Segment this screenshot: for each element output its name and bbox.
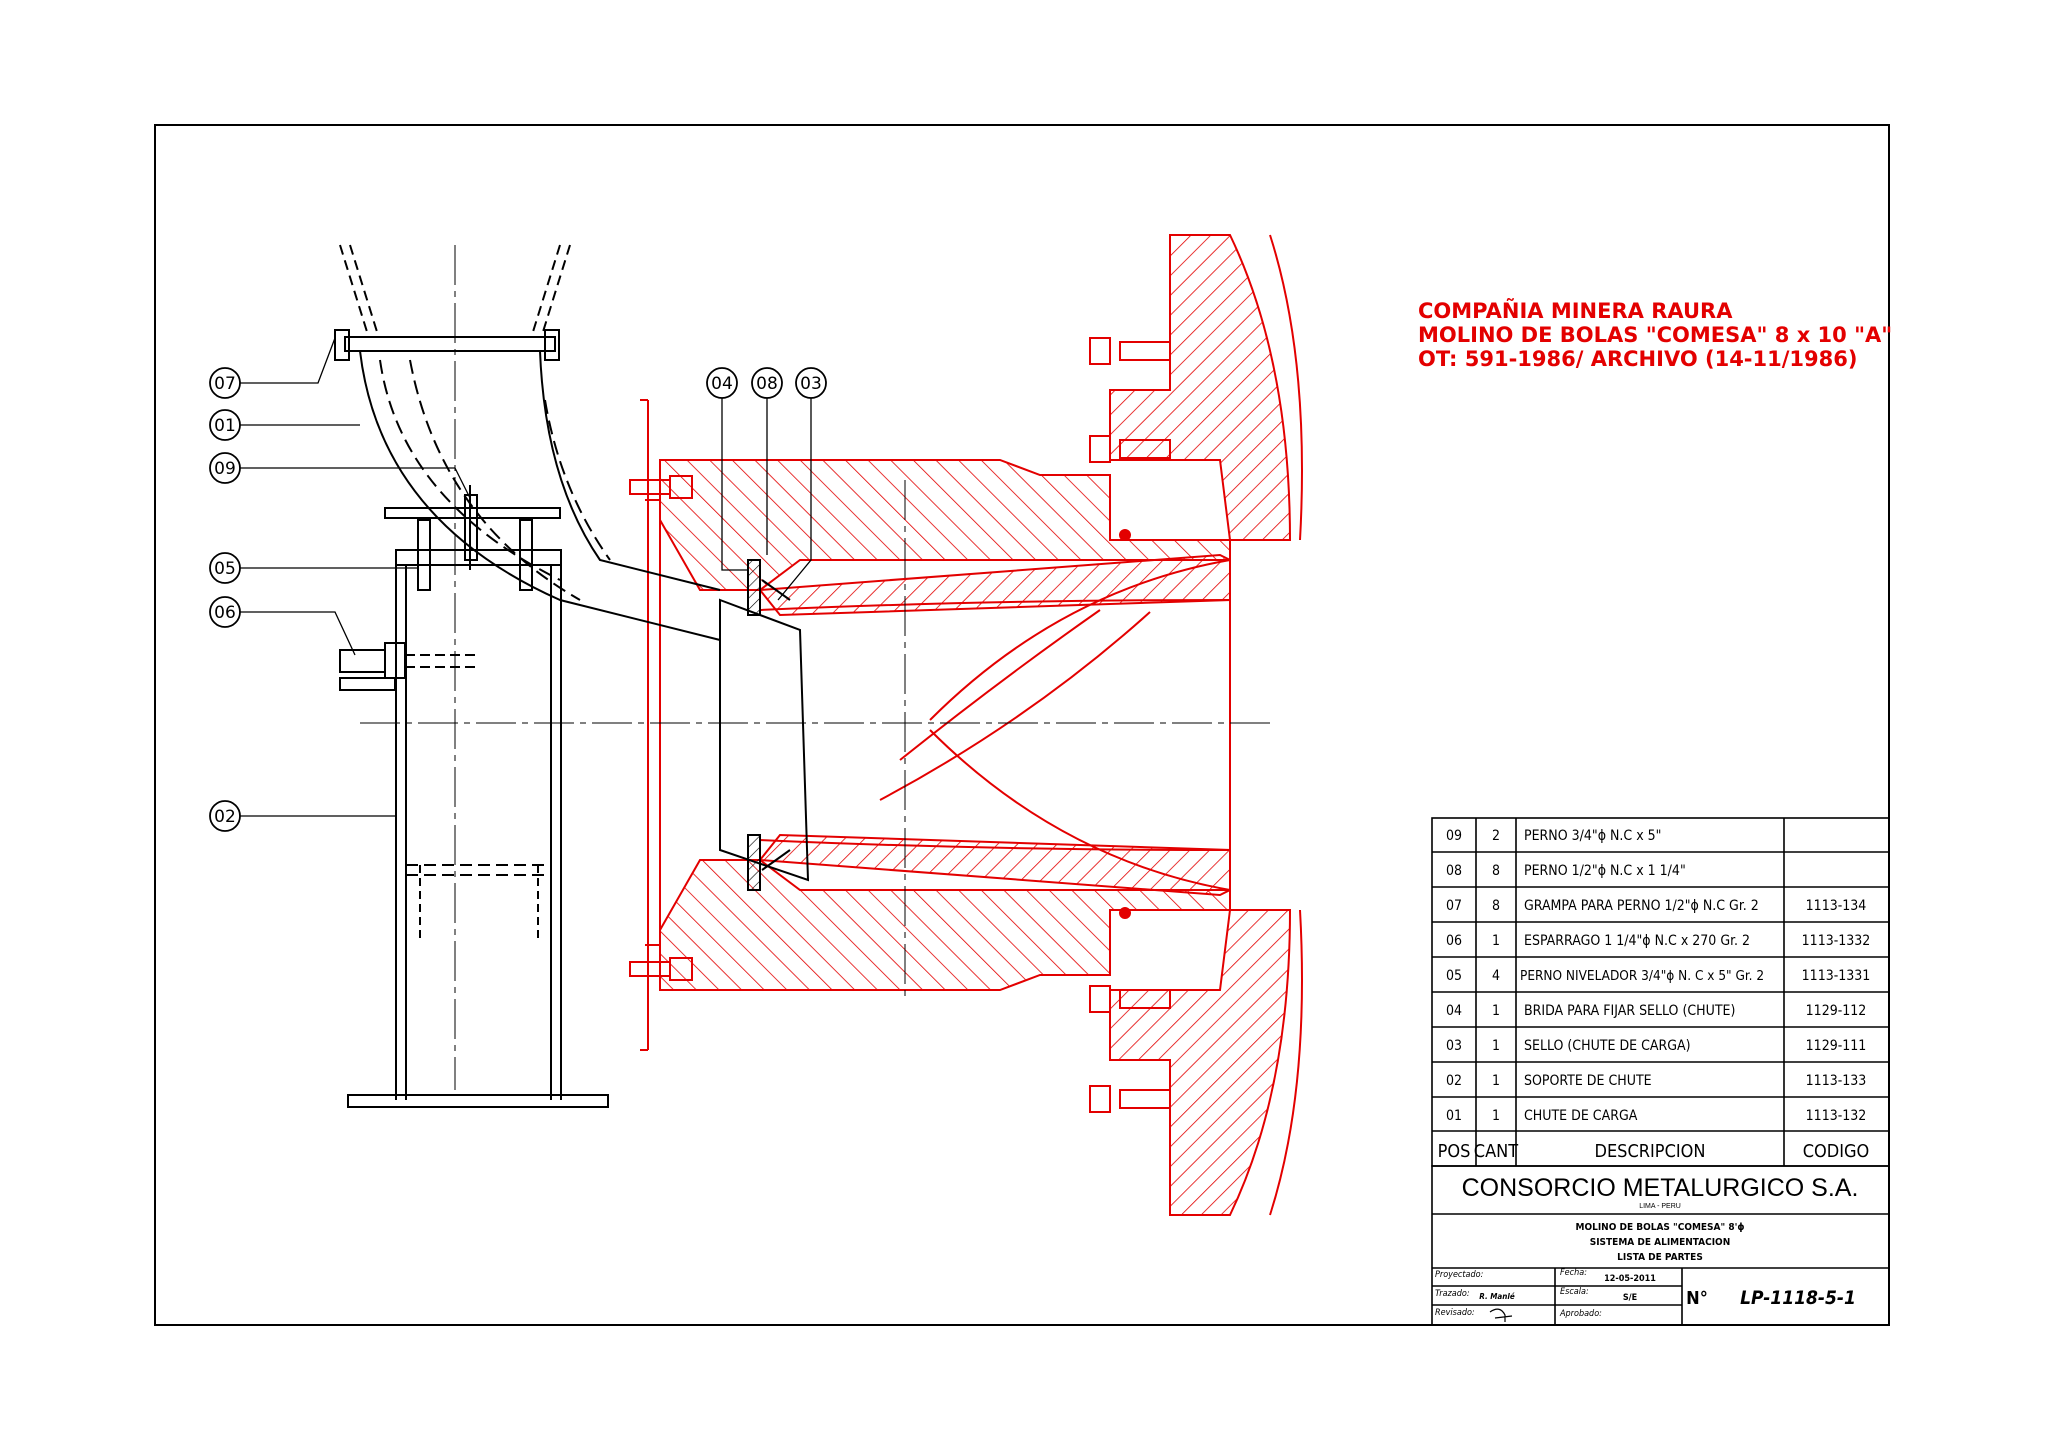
drawing-border	[154, 124, 1890, 1326]
row-cant: 2	[1492, 828, 1500, 844]
row-desc: BRIDA PARA FIJAR SELLO (CHUTE)	[1524, 1003, 1735, 1019]
row-pos: 03	[1446, 1038, 1462, 1054]
row-pos: 04	[1446, 1003, 1462, 1019]
row-pos: 01	[1446, 1108, 1462, 1124]
row-code: 1129-111	[1806, 1038, 1867, 1054]
table-row: 03 1 SELLO (CHUTE DE CARGA) 1129-111	[1446, 1038, 1866, 1054]
row-desc: CHUTE DE CARGA	[1524, 1108, 1638, 1124]
callout-label: 04	[711, 374, 733, 394]
row-code: 1113-132	[1806, 1108, 1867, 1124]
title-block-text: CONSORCIO METALURGICO S.A. LIMA - PERU M…	[1435, 1174, 1858, 1322]
client-note-line2: MOLINO DE BOLAS "COMESA" 8 x 10 "A"	[1418, 323, 1892, 347]
header-cant: CANT	[1474, 1141, 1518, 1162]
table-row: 01 1 CHUTE DE CARGA 1113-132	[1446, 1108, 1866, 1124]
table-row: 05 4 PERNO NIVELADOR 3/4"ϕ N. C x 5" Gr.…	[1446, 968, 1870, 984]
table-row: 07 8 GRAMPA PARA PERNO 1/2"ϕ N.C Gr. 2 1…	[1446, 898, 1866, 914]
row-code: 1113-134	[1806, 898, 1867, 914]
row-cant: 8	[1492, 898, 1500, 914]
fecha-value: 12-05-2011	[1604, 1274, 1656, 1284]
row-desc: PERNO 3/4"ϕ N.C x 5"	[1524, 828, 1661, 844]
callout-05: 05	[209, 552, 418, 584]
row-pos: 06	[1446, 933, 1462, 949]
drawing-title-2: SISTEMA DE ALIMENTACION	[1590, 1237, 1731, 1248]
row-code: 1129-112	[1806, 1003, 1867, 1019]
client-note-line3: OT: 591-1986/ ARCHIVO (14-11/1986)	[1418, 347, 1857, 371]
signature	[1489, 1308, 1513, 1322]
row-desc: ESPARRAGO 1 1/4"ϕ N.C x 270 Gr. 2	[1524, 933, 1750, 949]
callout-02: 02	[209, 800, 396, 832]
row-desc: PERNO NIVELADOR 3/4"ϕ N. C x 5" Gr. 2	[1520, 968, 1764, 984]
title-block	[1431, 1165, 1890, 1326]
company-name: CONSORCIO METALURGICO S.A.	[1462, 1174, 1859, 1202]
row-cant: 8	[1492, 863, 1500, 879]
callout-label: 01	[214, 416, 236, 436]
mill-trunnion-section	[629, 234, 1303, 1216]
callout-label: 05	[214, 559, 236, 579]
table-row: 08 8 PERNO 1/2"ϕ N.C x 1 1/4"	[1446, 863, 1686, 879]
row-code: 1113-133	[1806, 1073, 1867, 1089]
row-code: 1113-1331	[1802, 968, 1871, 984]
numero-value: LP-1118-5-1	[1740, 1287, 1856, 1309]
callout-label: 07	[214, 374, 236, 394]
header-desc: DESCRIPCION	[1594, 1141, 1705, 1162]
table-row: 06 1 ESPARRAGO 1 1/4"ϕ N.C x 270 Gr. 2 1…	[1446, 933, 1870, 949]
aprobado-label: Aprobado:	[1559, 1309, 1602, 1319]
company-location: LIMA - PERU	[1639, 1203, 1681, 1210]
row-pos: 02	[1446, 1073, 1462, 1089]
drawing-title-3: LISTA DE PARTES	[1617, 1252, 1703, 1263]
header-code: CODIGO	[1803, 1141, 1870, 1162]
row-cant: 1	[1492, 1108, 1500, 1124]
callout-label: 09	[214, 459, 236, 479]
row-pos: 05	[1446, 968, 1462, 984]
callout-label: 03	[800, 374, 822, 394]
row-cant: 1	[1492, 1038, 1500, 1054]
callout-label: 08	[756, 374, 778, 394]
callout-07: 07	[209, 337, 336, 399]
drawing-title-1: MOLINO DE BOLAS "COMESA" 8'ϕ	[1575, 1222, 1744, 1233]
row-code: 1113-1332	[1802, 933, 1871, 949]
callout-04: 04	[706, 367, 748, 571]
callout-01: 01	[209, 409, 360, 441]
row-desc: PERNO 1/2"ϕ N.C x 1 1/4"	[1524, 863, 1686, 879]
trazado-value: R. Manlé	[1479, 1291, 1515, 1301]
row-desc: GRAMPA PARA PERNO 1/2"ϕ N.C Gr. 2	[1524, 898, 1759, 914]
row-pos: 08	[1446, 863, 1462, 879]
escala-value: S/E	[1623, 1293, 1637, 1303]
parts-table-text: 09 2 PERNO 3/4"ϕ N.C x 5" 08 8 PERNO 1/2…	[1438, 828, 1871, 1162]
callout-label: 06	[214, 603, 236, 623]
callout-label: 02	[214, 807, 236, 827]
row-desc: SOPORTE DE CHUTE	[1524, 1073, 1652, 1089]
row-cant: 1	[1492, 1003, 1500, 1019]
client-note-line1: COMPAÑIA MINERA RAURA	[1418, 298, 1733, 323]
row-cant: 4	[1492, 968, 1500, 984]
client-note: COMPAÑIA MINERA RAURA MOLINO DE BOLAS "C…	[1418, 298, 1892, 371]
table-row: 09 2 PERNO 3/4"ϕ N.C x 5"	[1446, 828, 1661, 844]
row-pos: 09	[1446, 828, 1462, 844]
proyectado-label: Proyectado:	[1435, 1270, 1484, 1280]
callout-08: 08	[751, 367, 783, 555]
numero-label: N°	[1686, 1288, 1708, 1309]
fecha-label: Fecha:	[1560, 1268, 1587, 1278]
row-desc: SELLO (CHUTE DE CARGA)	[1524, 1038, 1691, 1054]
table-row: 04 1 BRIDA PARA FIJAR SELLO (CHUTE) 1129…	[1446, 1003, 1866, 1019]
revisado-label: Revisado:	[1435, 1308, 1475, 1318]
row-cant: 1	[1492, 1073, 1500, 1089]
callout-03: 03	[777, 367, 827, 601]
callout-06: 06	[209, 596, 356, 656]
callout-09: 09	[209, 452, 471, 499]
callouts: 07 01 09 05 06 02	[209, 337, 827, 832]
header-pos: POS	[1438, 1141, 1471, 1162]
table-row: 02 1 SOPORTE DE CHUTE 1113-133	[1446, 1073, 1866, 1089]
trazado-label: Trazado:	[1435, 1289, 1470, 1299]
escala-label: Escala:	[1560, 1287, 1589, 1297]
chute-assembly	[334, 244, 810, 1108]
row-pos: 07	[1446, 898, 1462, 914]
table-header: POS CANT DESCRIPCION CODIGO	[1438, 1141, 1870, 1162]
row-cant: 1	[1492, 933, 1500, 949]
